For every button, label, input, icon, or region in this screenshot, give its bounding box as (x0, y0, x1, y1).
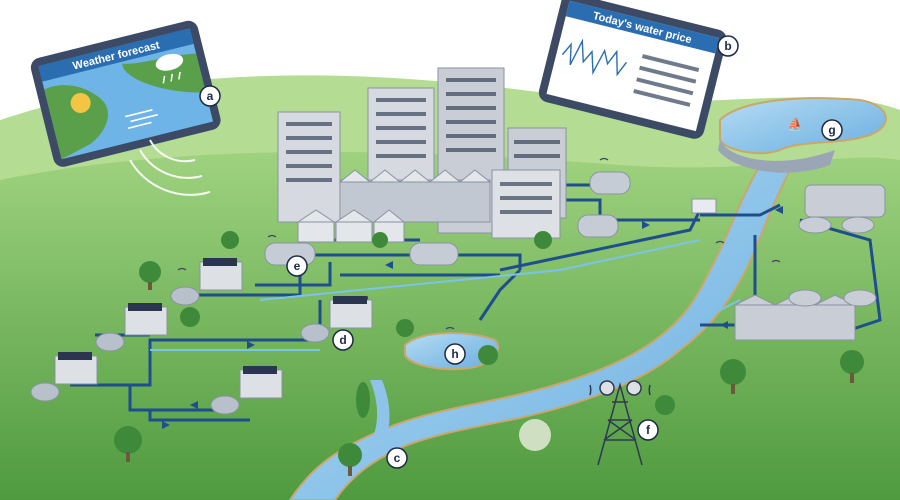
tree-icon (114, 231, 864, 467)
svg-text:b: b (724, 39, 731, 53)
houses-left (30, 258, 373, 415)
reservoir: ⛵ (718, 97, 887, 173)
city (277, 67, 567, 243)
treatment-plant (798, 184, 886, 234)
river-branch (370, 380, 390, 440)
trees (114, 231, 864, 476)
map-land (122, 53, 206, 93)
label-e: e (286, 255, 308, 277)
signal-icon (177, 157, 781, 330)
label-f: f (637, 419, 659, 441)
map-land (44, 85, 109, 160)
label-d: d (332, 329, 354, 351)
svg-text:d: d (339, 333, 346, 347)
svg-text:f: f (646, 423, 651, 437)
wind-icon (125, 109, 158, 130)
label-c: c (386, 447, 408, 469)
label-a: a (199, 85, 221, 107)
weather-forecast-card: Weather forecast (30, 20, 221, 167)
sun-icon (70, 92, 91, 113)
water-price-card: Today's water price (538, 0, 727, 139)
weather-broadcast-waves (129, 139, 211, 196)
svg-text:e: e (294, 259, 301, 273)
rain-cloud-icon (155, 53, 184, 84)
communication-tower (589, 380, 651, 466)
low-block (339, 179, 491, 223)
tree-icon (356, 382, 551, 451)
price-trend-line (561, 38, 628, 77)
label-h: h (444, 343, 466, 365)
tower (491, 169, 561, 239)
svg-text:c: c (394, 451, 401, 465)
pipe-network-light (150, 239, 741, 351)
svg-text:a: a (207, 89, 214, 103)
svg-text:h: h (451, 347, 458, 361)
svg-text:g: g (828, 123, 835, 137)
price-text-lines (633, 54, 700, 107)
label-b: b (717, 35, 739, 57)
industrial-plant (734, 289, 877, 341)
storage-tanks (264, 171, 717, 266)
label-g: g (821, 119, 843, 141)
solar-panel-icon (58, 258, 367, 374)
boat-icon: ⛵ (788, 117, 803, 131)
